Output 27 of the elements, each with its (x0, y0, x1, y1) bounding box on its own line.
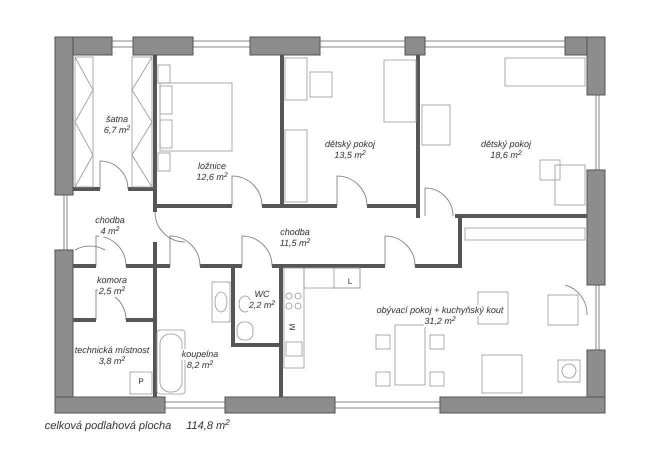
sign-letter: M (287, 324, 298, 330)
room-name: chodba (94, 215, 126, 226)
room-name: dětský pokoj (324, 139, 376, 150)
room-area: 4 m$^{2}$ (100, 226, 120, 237)
room-name: technická místnost (74, 345, 150, 356)
room-area: 6,7 m$^{2}$ (102, 125, 132, 136)
room-name: šatna (104, 114, 130, 125)
room-area: 2,2 m$^{2}$ (248, 300, 276, 311)
room-area: 13,5 m$^{2}$ (333, 150, 367, 161)
total-area-label: celková podlahová plocha (44, 418, 172, 434)
room-area: 3,8 m$^{2}$ (98, 356, 126, 367)
room-area: 31,2 m$^{2}$ (423, 316, 457, 327)
total-area-value: 114,8 m$^{2}$ (186, 418, 230, 434)
room-area: 12,6 m$^{2}$ (195, 172, 229, 183)
room-name: chodba (279, 227, 311, 238)
room-name: ložnice (196, 161, 227, 172)
room-name: obývací pokoj + kuchyňský kout (376, 305, 504, 316)
room-name: koupelna (180, 349, 220, 360)
room-area: 2,5 m$^{2}$ (98, 286, 126, 297)
sign-letter: P (138, 376, 144, 388)
sign-letter: L (348, 276, 352, 288)
room-area: 8,2 m$^{2}$ (186, 360, 214, 371)
room-area: 18,6 m$^{2}$ (489, 150, 523, 161)
room-name: dětský pokoj (480, 139, 532, 150)
room-area: 11,5 m$^{2}$ (278, 238, 312, 249)
room-name: WC (254, 289, 270, 300)
room-name: komora (96, 275, 128, 286)
